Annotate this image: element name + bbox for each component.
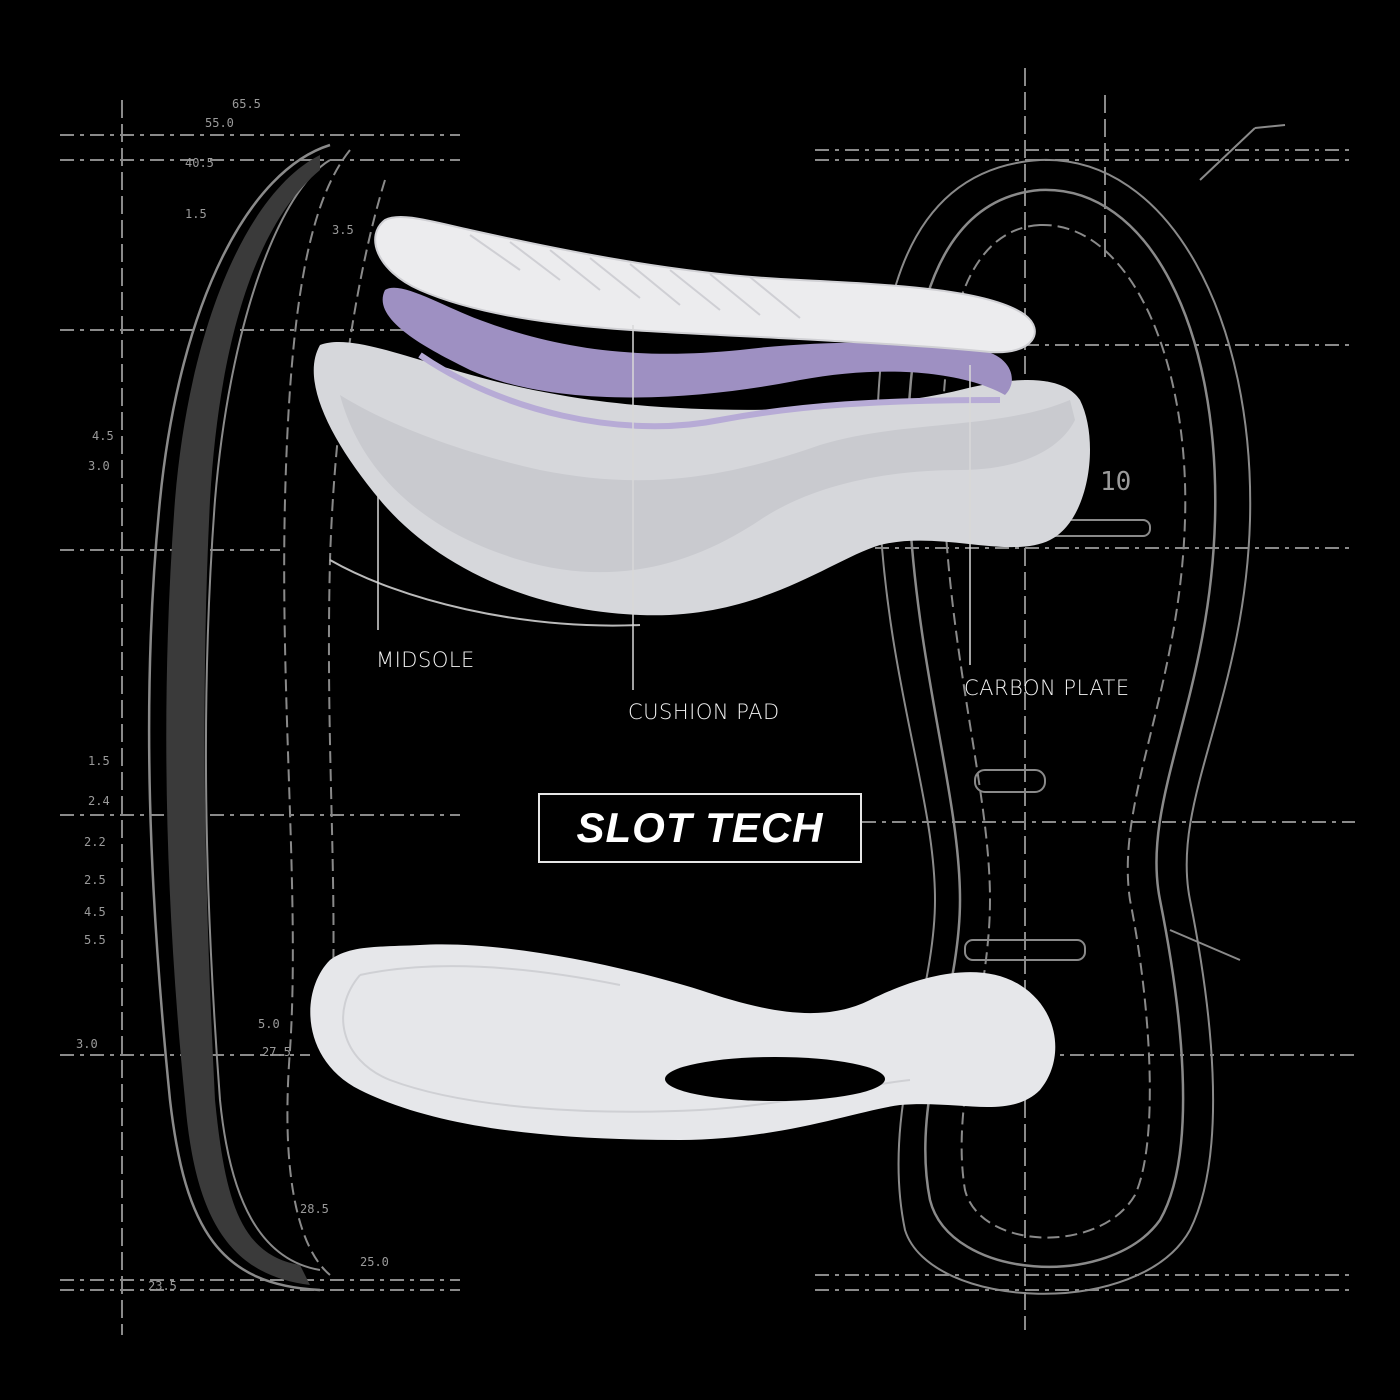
midsole-shape [313, 341, 1091, 627]
svg-text:2.2: 2.2 [84, 835, 106, 849]
svg-text:25.0: 25.0 [360, 1255, 389, 1269]
svg-text:5.5: 5.5 [84, 933, 106, 947]
svg-text:3.0: 3.0 [76, 1037, 98, 1051]
callout-lines [377, 325, 971, 690]
svg-text:27.5: 27.5 [262, 1045, 291, 1059]
midsole-label: MIDSOLE [376, 648, 475, 672]
svg-text:2.4: 2.4 [88, 794, 110, 808]
cushion-pad-label: CUSHION PAD [628, 700, 780, 724]
svg-text:2.5: 2.5 [84, 873, 106, 887]
svg-text:10: 10 [1100, 467, 1131, 497]
svg-text:40.5: 40.5 [185, 156, 214, 170]
insole-shape [374, 215, 1036, 354]
svg-text:1.5: 1.5 [88, 754, 110, 768]
carbon-plate-shape [382, 287, 1012, 430]
svg-text:4.5: 4.5 [92, 429, 114, 443]
svg-text:3.0: 3.0 [88, 459, 110, 473]
outsole-slot [665, 1057, 885, 1101]
svg-text:3.5: 3.5 [332, 223, 354, 237]
svg-text:55.0: 55.0 [205, 116, 234, 130]
carbon-plate-label: CARBON PLATE [964, 676, 1130, 700]
svg-text:23.5: 23.5 [148, 1279, 177, 1293]
svg-text:28.5: 28.5 [300, 1202, 329, 1216]
svg-text:65.5: 65.5 [232, 97, 261, 111]
svg-text:4.5: 4.5 [84, 905, 106, 919]
svg-text:5.0: 5.0 [258, 1017, 280, 1031]
svg-text:1.5: 1.5 [185, 207, 207, 221]
outsole-shape [310, 944, 1056, 1140]
dimension-labels: 65.5 55.0 40.5 1.5 4.5 3.0 1.5 2.4 2.2 2… [76, 97, 1131, 1293]
slot-tech-title: SLOT TECH [576, 804, 824, 851]
slot-tech-badge: SLOT TECH [538, 793, 862, 863]
